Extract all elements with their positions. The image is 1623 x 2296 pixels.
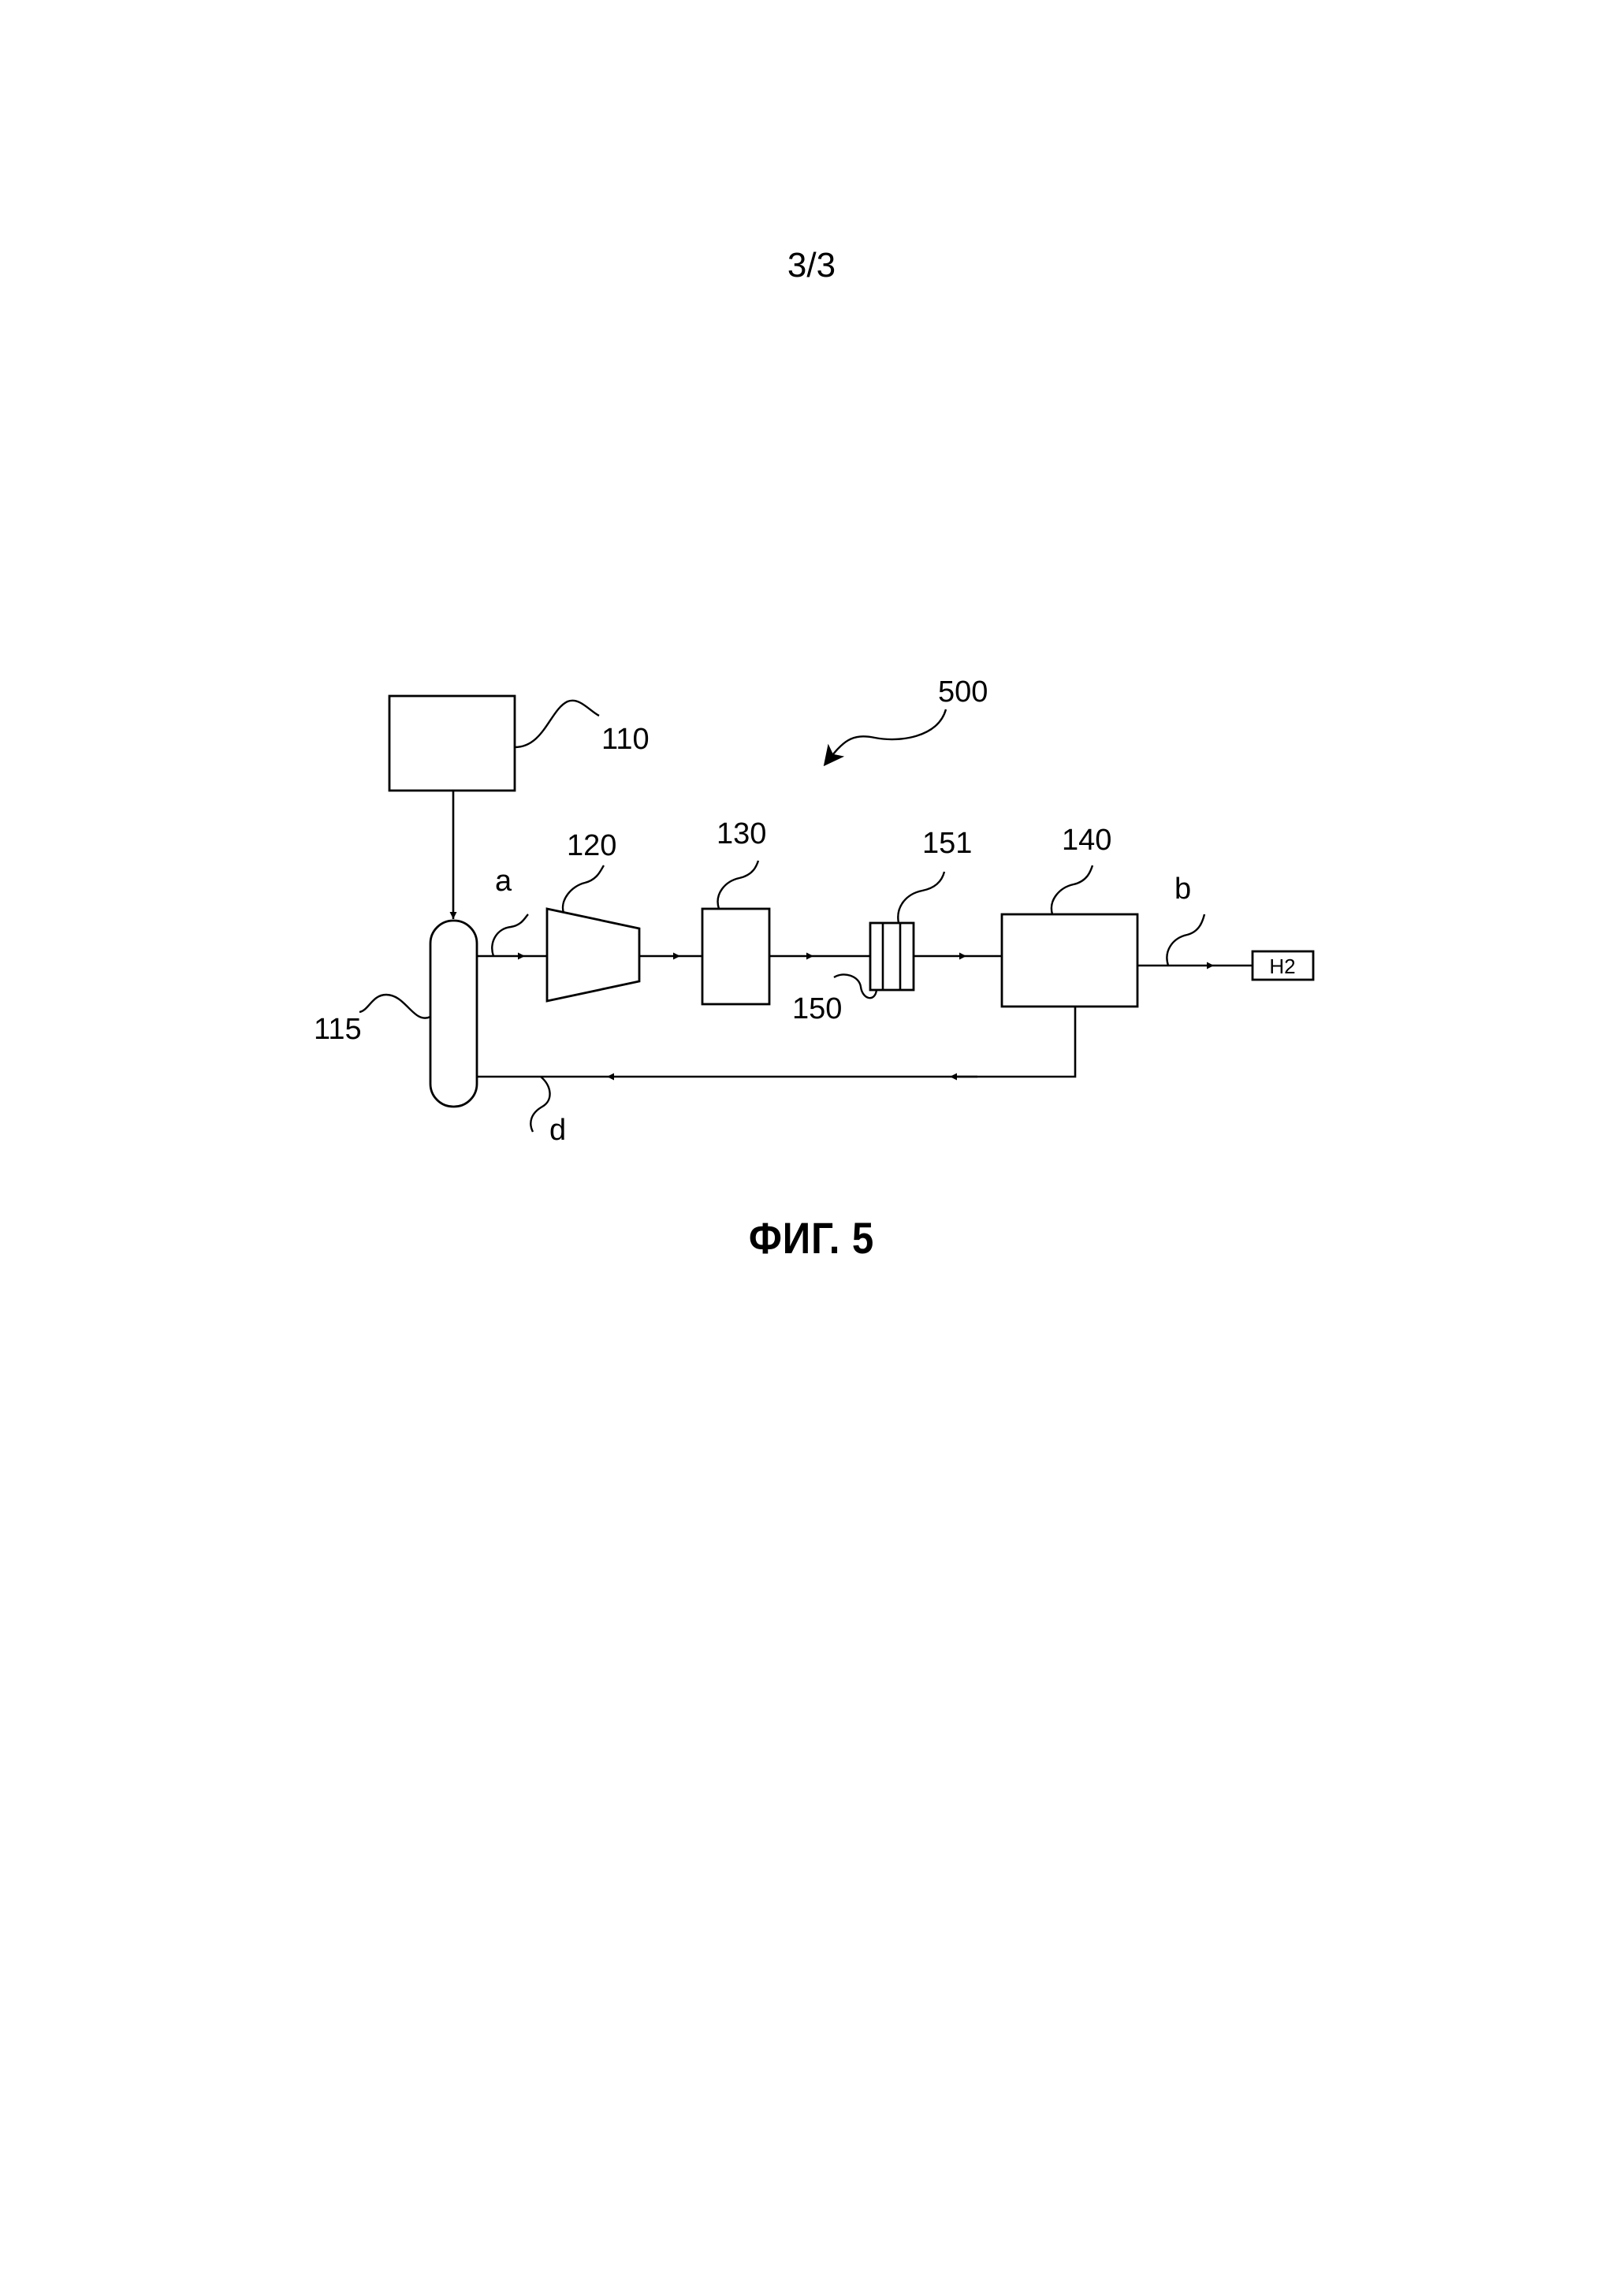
- leader-110: [514, 699, 600, 749]
- leader-151: [897, 871, 946, 924]
- label-a: a: [495, 865, 512, 898]
- label-150: 150: [792, 992, 842, 1025]
- unit-140: [1000, 913, 1139, 1008]
- element-150-151: [869, 921, 915, 992]
- label-151: 151: [922, 827, 972, 860]
- stream-d-recycle-line: [954, 1007, 1077, 1078]
- leader-d: [530, 1076, 551, 1133]
- label-110: 110: [601, 723, 650, 756]
- source-box: [388, 694, 516, 792]
- label-d: d: [549, 1114, 566, 1147]
- page-number: 3/3: [787, 246, 836, 285]
- unit-130: [701, 907, 771, 1006]
- figure-caption: ФИГ. 5: [748, 1213, 875, 1263]
- label-130: 130: [717, 817, 766, 850]
- leader-a: [491, 914, 529, 957]
- leader-120: [561, 865, 605, 914]
- leader-b: [1166, 914, 1206, 966]
- separator-vessel: [429, 919, 478, 1108]
- label-115: 115: [314, 1013, 362, 1046]
- label-120: 120: [567, 829, 616, 862]
- label-b: b: [1174, 873, 1191, 906]
- label-h2: H2: [1269, 954, 1295, 978]
- pointer-500: [823, 709, 947, 767]
- leader-130: [717, 860, 760, 910]
- label-500: 500: [938, 675, 988, 709]
- product-h2-box: [1251, 950, 1315, 981]
- leader-115: [359, 993, 431, 1019]
- leader-150: [833, 973, 878, 999]
- leader-140: [1050, 865, 1094, 915]
- label-140: 140: [1062, 824, 1111, 857]
- compressor: [545, 907, 641, 1003]
